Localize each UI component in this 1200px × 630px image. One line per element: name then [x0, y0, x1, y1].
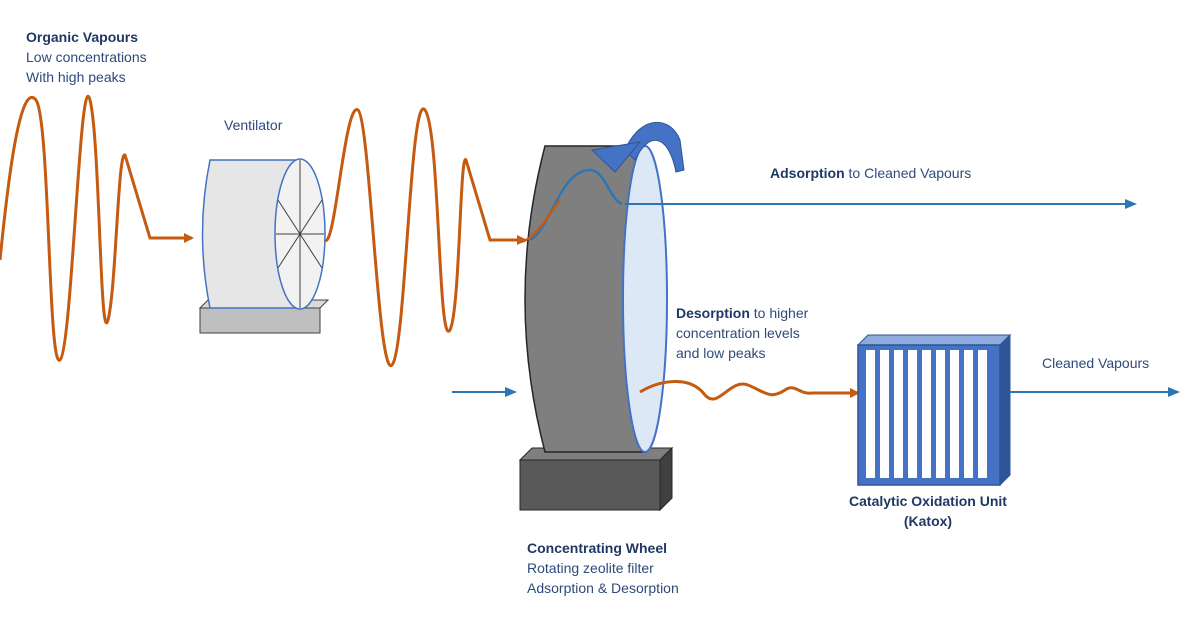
concentrating-wheel-icon	[518, 145, 674, 512]
organic-vapours-line2: With high peaks	[26, 69, 126, 85]
rotation-arrow-icon	[590, 122, 685, 173]
organic-vapours-title: Organic Vapours	[26, 29, 138, 45]
katox-label-line2: (Katox)	[904, 513, 952, 529]
desorption-label-line1: Desorption to higher	[676, 305, 809, 321]
wheel-line1: Rotating zeolite filter	[527, 560, 654, 576]
wheel-title: Concentrating Wheel	[527, 540, 667, 556]
adsorption-label-bold: Adsorption	[770, 165, 845, 181]
desorption-label-line3: and low peaks	[676, 345, 766, 361]
desorption-label-bold: Desorption	[676, 305, 750, 321]
adsorption-label: Adsorption to Cleaned Vapours	[770, 165, 971, 181]
wheel-line2: Adsorption & Desorption	[527, 580, 679, 596]
catalytic-unit-icon	[856, 333, 1012, 487]
inlet-vapour-wave	[0, 94, 194, 362]
organic-vapours-line1: Low concentrations	[26, 49, 147, 65]
ventilator-label: Ventilator	[224, 117, 283, 133]
katox-label-line1: Catalytic Oxidation Unit	[849, 493, 1007, 509]
cleaned-vapours-label: Cleaned Vapours	[1042, 355, 1149, 371]
adsorption-label-rest: to Cleaned Vapours	[845, 165, 972, 181]
ventilator-icon	[198, 158, 330, 334]
desorption-vapour-wave	[639, 380, 860, 401]
desorption-label-rest: to higher	[750, 305, 809, 321]
desorption-label-line2: concentration levels	[676, 325, 800, 341]
mid-vapour-wave	[323, 107, 527, 367]
wheel-inner-vapour	[519, 199, 561, 244]
